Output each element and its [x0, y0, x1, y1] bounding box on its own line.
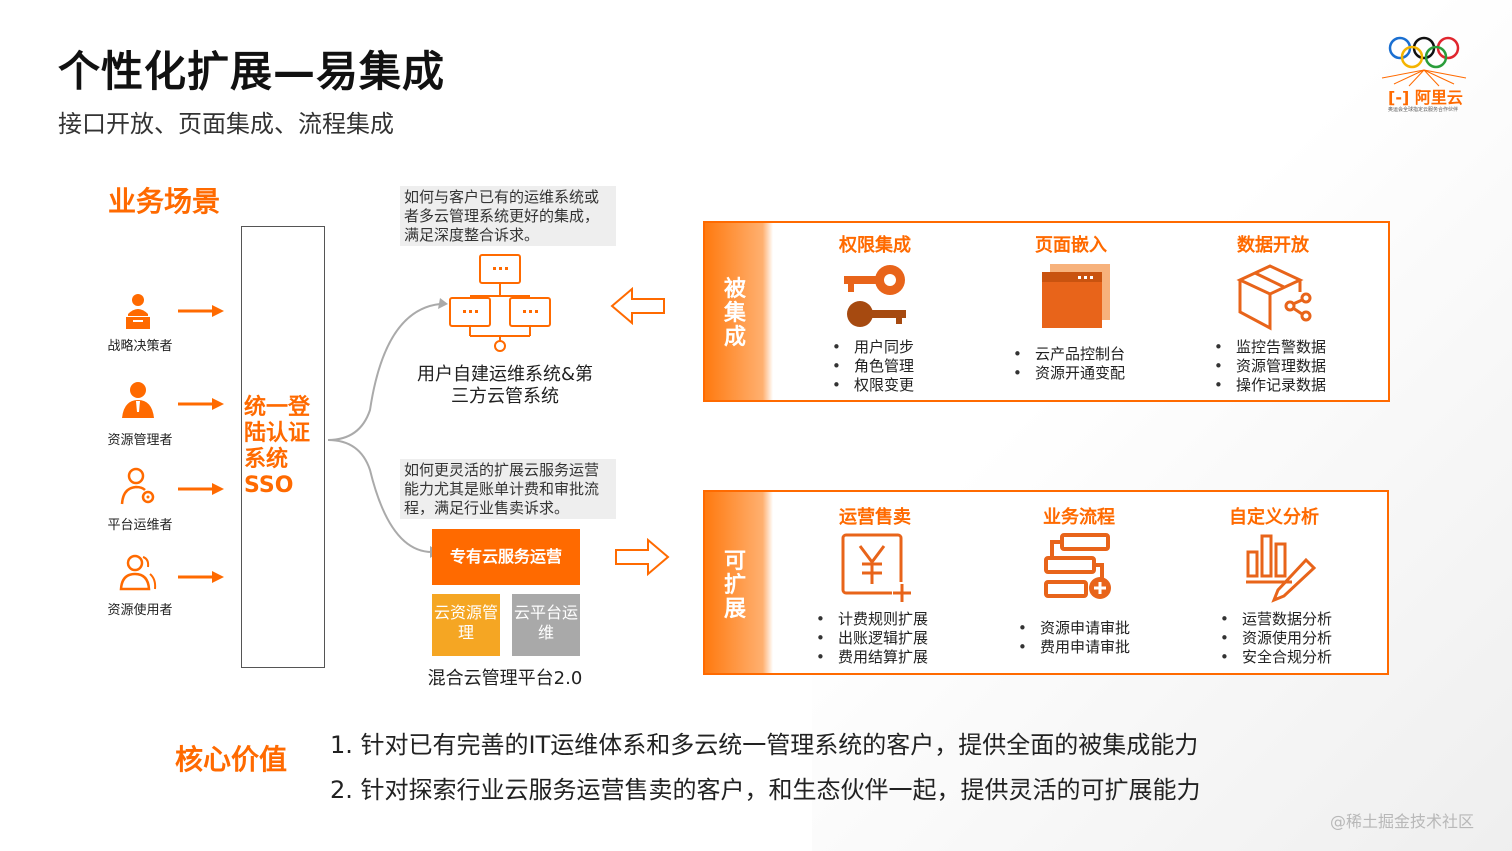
cloud-resource-box: 云资源管理	[432, 594, 500, 656]
arrow-right-icon	[178, 398, 224, 410]
watermark: @稀土掘金技术社区	[1330, 812, 1475, 831]
bullet-item: 资源申请审批	[1018, 619, 1130, 638]
page-subtitle: 接口开放、页面集成、流程集成	[58, 110, 394, 138]
extensible-panel-label: 可扩展	[723, 549, 746, 622]
bullet-item: 资源开通变配	[1013, 364, 1125, 383]
integrated-panel-label: 被集成	[723, 277, 746, 350]
integration-callout: 如何与客户已有的运维系统或者多云管理系统更好的集成，满足深度整合诉求。	[400, 186, 616, 246]
bullet-item: 资源管理数据	[1214, 357, 1326, 376]
brand-tagline: 奥运会全球指定云服务合作伙伴	[1388, 107, 1459, 113]
bullet-item: 角色管理	[832, 357, 914, 376]
sso-label: 统一登陆认证系统SSO	[244, 395, 311, 498]
bullet-list: 运营数据分析 资源使用分析 安全合规分析	[1220, 610, 1332, 667]
brand-mark-icon: [-]	[1388, 88, 1410, 107]
column-title: 业务流程	[1043, 507, 1115, 528]
role-label: 资源使用者	[107, 603, 173, 618]
bullet-list: 监控告警数据 资源管理数据 操作记录数据	[1214, 338, 1326, 395]
core-value-line: 1. 针对已有完善的IT运维体系和多云统一管理系统的客户，提供全面的被集成能力	[330, 731, 1199, 759]
chart-pen-icon	[1246, 534, 1317, 603]
service-operation-box: 专有云服务运营	[432, 529, 580, 585]
extension-callout: 如何更灵活的扩展云服务运营能力尤其是账单计费和审批流程，满足行业售卖诉求。	[400, 459, 616, 519]
presenter-icon	[126, 294, 150, 329]
yen-plus-icon	[841, 533, 912, 602]
bullet-list: 资源申请审批 费用申请审批	[1018, 619, 1130, 657]
branch-connector	[327, 298, 448, 558]
arrow-right-icon	[178, 571, 224, 583]
olympic-rings-logo-icon	[1381, 36, 1467, 87]
bullet-item: 费用结算扩展	[816, 648, 928, 667]
arrow-right-icon	[178, 483, 224, 495]
bullet-item: 用户同步	[832, 338, 914, 357]
core-value-line: 2. 针对探索行业云服务运营售卖的客户，和生态伙伴一起，提供灵活的可扩展能力	[330, 776, 1201, 804]
bullet-item: 操作记录数据	[1214, 376, 1326, 395]
bullet-list: 云产品控制台 资源开通变配	[1013, 345, 1125, 383]
integrated-panel-side	[705, 223, 773, 400]
role-label: 战略决策者	[107, 339, 173, 354]
users-icon	[119, 554, 157, 591]
bullet-list: 用户同步 角色管理 权限变更	[832, 338, 914, 395]
bullet-item: 出账逻辑扩展	[816, 629, 928, 648]
bullet-item: 计费规则扩展	[816, 610, 928, 629]
role-label: 资源管理者	[107, 433, 173, 448]
bullet-item: 安全合规分析	[1220, 648, 1332, 667]
background-shade	[812, 0, 1512, 851]
column-title: 页面嵌入	[1035, 235, 1107, 256]
window-icon	[1042, 264, 1110, 328]
bullet-item: 费用申请审批	[1018, 638, 1130, 657]
sso-box	[241, 226, 325, 668]
core-value-title: 核心价值	[175, 743, 288, 776]
flow-plus-icon	[1044, 533, 1111, 599]
bullet-item: 云产品控制台	[1013, 345, 1125, 364]
bullet-item: 权限变更	[832, 376, 914, 395]
manager-icon	[122, 382, 154, 418]
column-title: 自定义分析	[1229, 507, 1319, 528]
arrow-left-outline-icon	[610, 287, 665, 325]
column-title: 运营售卖	[839, 507, 911, 528]
arrow-right-outline-icon	[615, 538, 670, 576]
arrow-right-icon	[178, 305, 224, 317]
cloud-platform-ops-box: 云平台运维	[512, 594, 580, 656]
key-icon	[844, 265, 906, 327]
column-title: 权限集成	[839, 235, 911, 256]
brand-name: 阿里云	[1414, 88, 1463, 107]
bullet-list: 计费规则扩展 出账逻辑扩展 费用结算扩展	[816, 610, 928, 667]
brand-logo-text: [-] 阿里云	[1388, 84, 1463, 108]
bullet-item: 监控告警数据	[1214, 338, 1326, 357]
network-icon	[449, 254, 551, 352]
user-gear-icon	[120, 467, 155, 505]
business-scenario-title: 业务场景	[108, 185, 221, 218]
role-label: 平台运维者	[107, 518, 173, 533]
box-share-icon	[1236, 264, 1312, 331]
bullet-item: 运营数据分析	[1220, 610, 1332, 629]
hybrid-cloud-platform-label: 混合云管理平台2.0	[427, 668, 583, 689]
bullet-item: 资源使用分析	[1220, 629, 1332, 648]
extensible-panel-side	[705, 492, 773, 673]
column-title: 数据开放	[1237, 235, 1309, 256]
third-party-system-label: 用户自建运维系统&第三方云管系统	[416, 364, 594, 407]
page-title: 个性化扩展—易集成	[58, 47, 446, 96]
